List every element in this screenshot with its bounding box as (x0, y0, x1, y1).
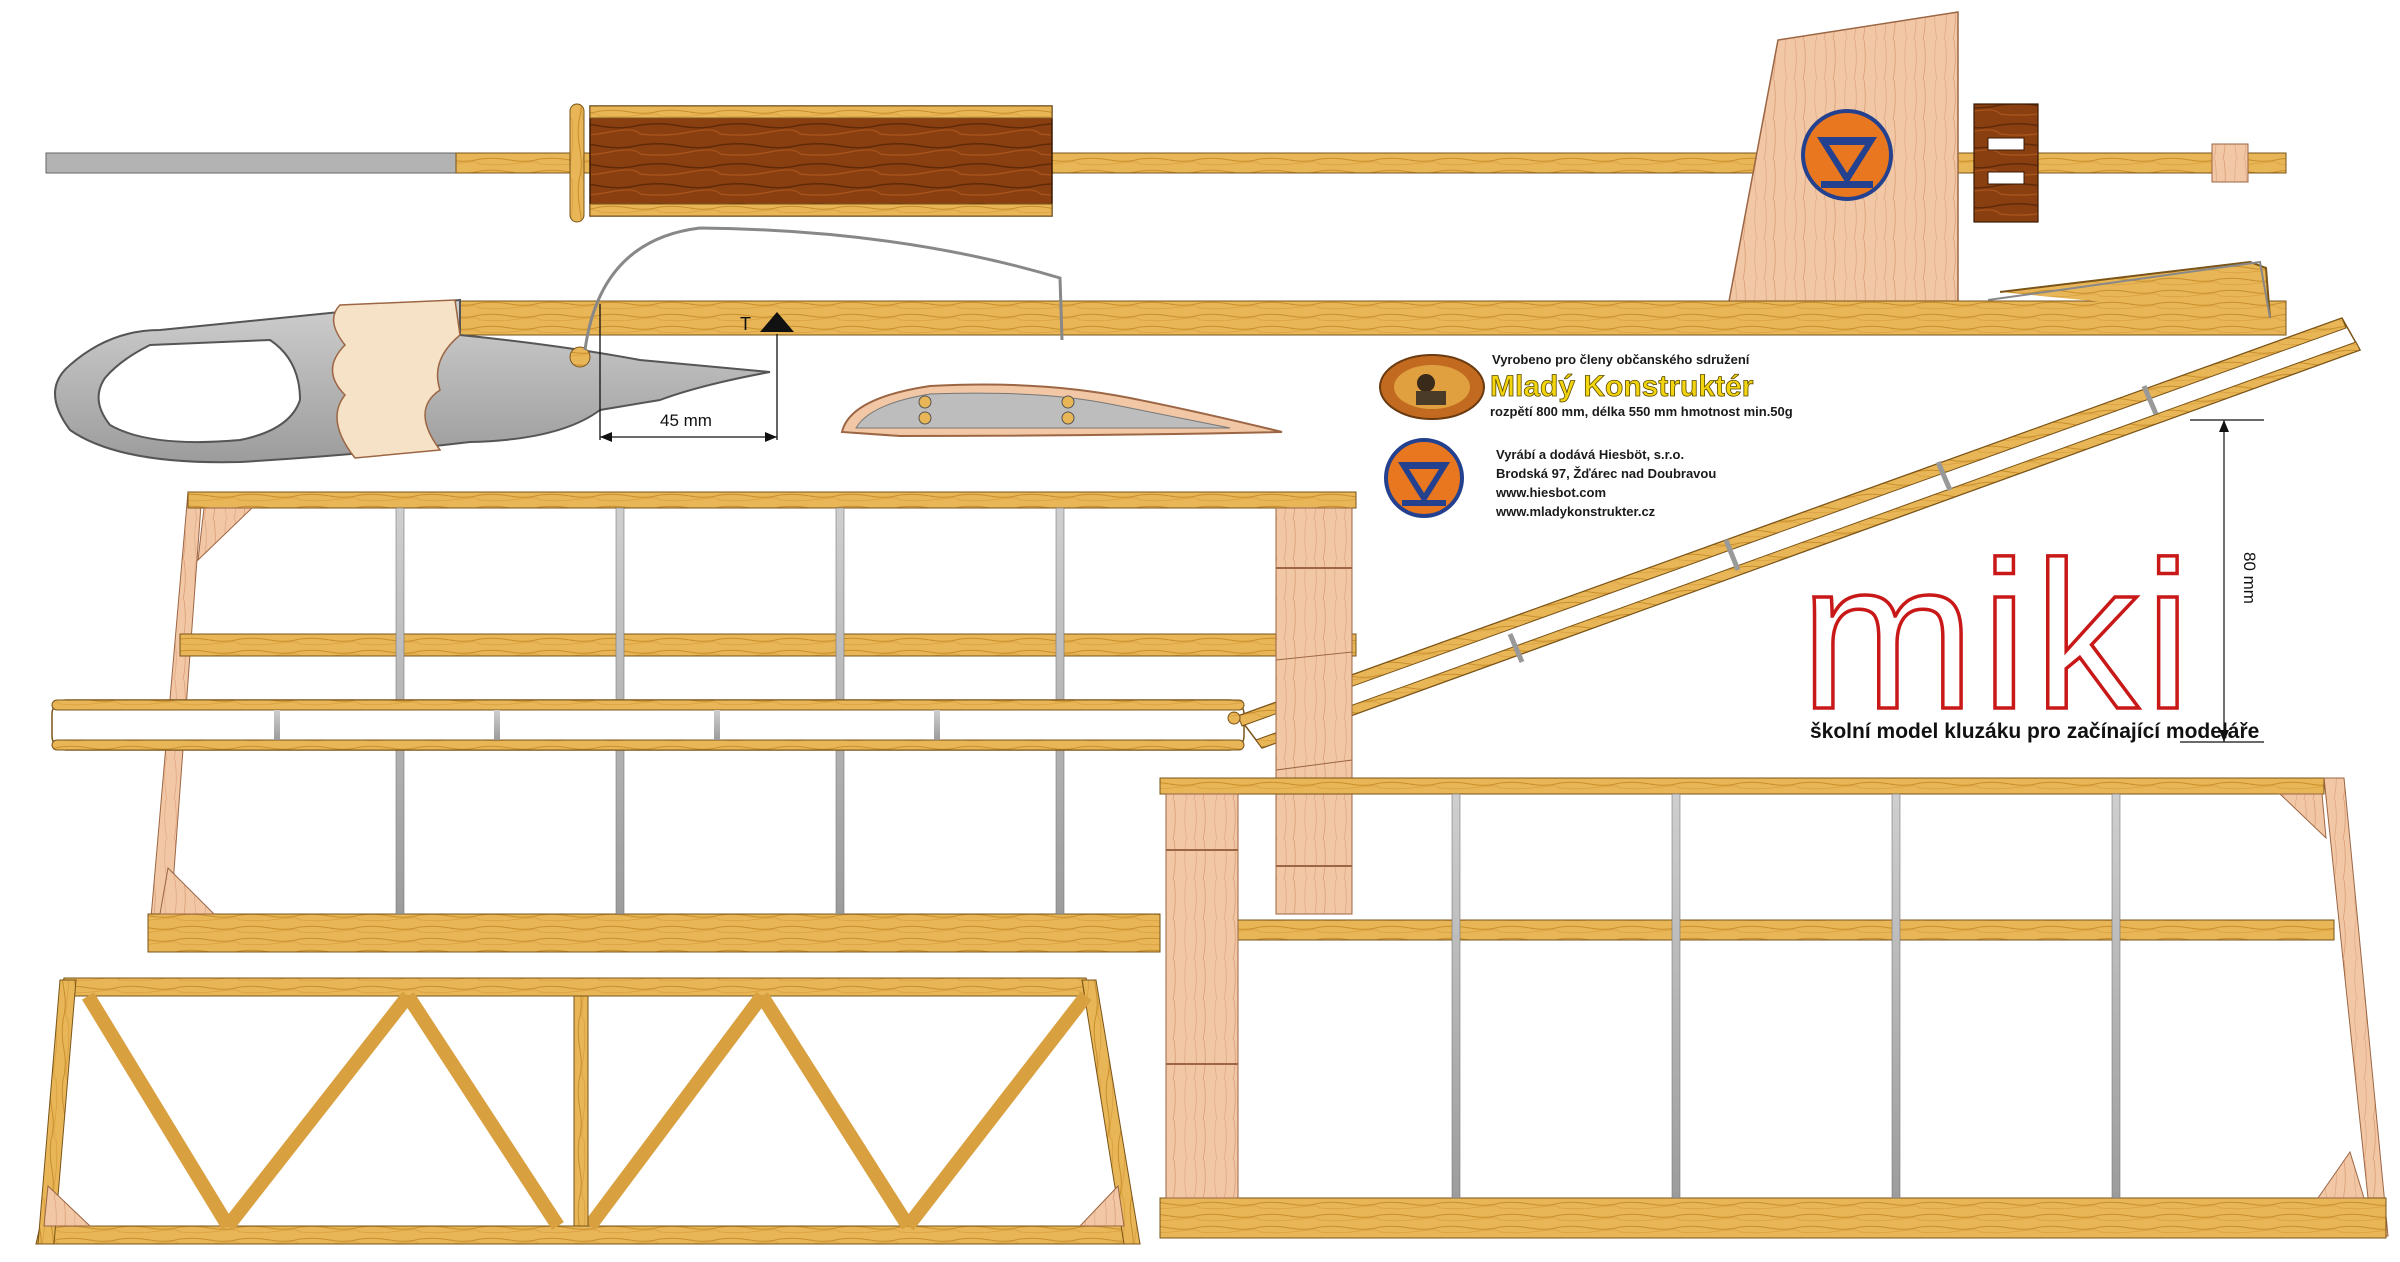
dihedral-rib-4 (2141, 385, 2159, 415)
nose-cutout (97, 338, 302, 444)
rib-right-4 (2111, 793, 2121, 1199)
dihedral-trailing-edge (1255, 341, 2361, 749)
truss-diag-2 (222, 991, 414, 1231)
club-sponsor-block: Vyrobeno pro členy občanského sdružení M… (1379, 352, 1793, 420)
truss-gusset-bl (43, 1184, 92, 1227)
tail-skid (1999, 260, 2271, 319)
maker-line-2: Brodská 97, Žďárec nad Doubravou (1496, 466, 1716, 481)
trailing-edge-left (147, 913, 1161, 953)
stab-cross-2 (494, 710, 500, 740)
aluminium-nose-strip (45, 152, 457, 174)
truss-diag-1 (82, 992, 234, 1230)
mount-slot-lower (1987, 171, 2025, 185)
photo-medallion-icon (1379, 354, 1485, 420)
leading-edge-right (1159, 777, 2325, 795)
triangle-emblem-icon (1384, 438, 1464, 518)
cg-marker-label: T (740, 314, 751, 334)
truss-right-post (1081, 979, 1141, 1245)
rib-hole-4 (1061, 411, 1075, 425)
dim-arrowhead-left (600, 432, 612, 442)
dihedral-rib-1 (1507, 633, 1525, 663)
dihedral-rib-2 (1723, 539, 1741, 571)
mount-slot-upper (1987, 137, 2025, 151)
sponsor-line-1: Vyrobeno pro členy občanského sdružení (1492, 352, 1750, 367)
main-spar-right (1167, 919, 2335, 941)
dihedral-arrow-bottom (2219, 730, 2229, 742)
truss-gusset-br (1078, 1184, 1125, 1227)
airfoil-rib-inner (855, 392, 1231, 429)
tail-block (2211, 143, 2249, 183)
stabilizer-boom (51, 699, 1245, 751)
maker-line-3: www.hiesbot.com (1495, 485, 1606, 500)
truss-top-bar (59, 977, 1093, 997)
maker-block: Vyrábí a dodává Hiesböt, s.r.o. Brodská … (1384, 438, 1716, 519)
fuselage-side-view (45, 11, 2287, 331)
truss-diag-4 (584, 991, 768, 1231)
plan-subtitle: školní model kluzáku pro začínající mode… (1810, 720, 2259, 743)
center-panel-right (1165, 793, 1239, 1199)
corner-gusset-bl (159, 866, 216, 915)
stab-cross-4 (934, 710, 940, 740)
dihedral-leading-edge (1237, 317, 2347, 727)
trailing-edge-right (1159, 1197, 2387, 1239)
dihedral-root-panel (1275, 651, 1353, 771)
dihedral-height-label: 80 mm (2240, 552, 2259, 604)
truss-left-post (37, 979, 77, 1245)
hook-peg (569, 346, 591, 368)
stab-top-strip (51, 699, 1245, 711)
dihedral-rib-3 (1935, 461, 1953, 491)
truss-diag-6 (902, 991, 1092, 1231)
truss-bottom-bar (35, 1225, 1141, 1245)
fuselage-underside-view: T 45 mm (54, 226, 2287, 464)
wing-tip-balsa-right (2323, 777, 2389, 1237)
ballast-frame-bottom (589, 203, 1053, 217)
stab-cross-3 (714, 710, 720, 740)
corner-gusset-tr (2278, 793, 2327, 840)
triangle-emblem-icon (1801, 109, 1893, 201)
maker-line-4: www.mladykonstrukter.cz (1495, 504, 1656, 519)
ballast-frame-top (589, 105, 1053, 119)
dihedral-arrow-top (2219, 420, 2229, 432)
cg-triangle-icon (760, 312, 794, 332)
rib-hole-3 (1061, 395, 1075, 409)
nose-ballast-block (589, 105, 1053, 217)
truss-diag-5 (756, 992, 914, 1230)
dihedral-root-pin (1227, 711, 1241, 725)
rib-hole-1 (918, 395, 932, 409)
truss-panel (35, 977, 1141, 1245)
model-specs: rozpětí 800 mm, délka 550 mm hmotnost mi… (1490, 404, 1793, 419)
corner-gusset-br (2317, 1150, 2365, 1199)
truss-diag-3 (402, 992, 564, 1230)
club-name: Mladý Konstruktér (1490, 370, 1754, 403)
maker-line-1: Vyrábí a dodává Hiesböt, s.r.o. (1496, 447, 1684, 462)
lower-boom (455, 300, 2287, 336)
leading-edge-left (187, 491, 1357, 509)
right-wing-panel (1159, 777, 2389, 1239)
tail-wire (1987, 260, 2271, 319)
rib-right-1 (1451, 793, 1461, 1199)
corner-gusset-tl (197, 507, 254, 562)
rib-hole-2 (918, 411, 932, 425)
truss-outline (39, 981, 1139, 1243)
airfoil-section (840, 383, 1283, 438)
rib-right-3 (1891, 793, 1901, 1199)
stab-bottom-strip (51, 739, 1245, 751)
title-block: miki školní model kluzáku pro začínající… (1798, 516, 2259, 755)
dihedral-wing-half: 80 mm (1227, 317, 2362, 771)
hook-offset-label: 45 mm (660, 411, 712, 430)
stab-cross-1 (274, 710, 280, 740)
dim-arrowhead-right (765, 432, 777, 442)
tow-wire (583, 226, 1064, 351)
nose-balsa-insert (331, 299, 461, 459)
stabilizer-mount-block (1973, 103, 2039, 223)
main-spar-left (179, 633, 1357, 657)
rib-right-2 (1671, 793, 1681, 1199)
nose-stop (569, 103, 585, 223)
plan-title: miki (1800, 518, 2197, 753)
truss-mid-post (573, 995, 589, 1227)
